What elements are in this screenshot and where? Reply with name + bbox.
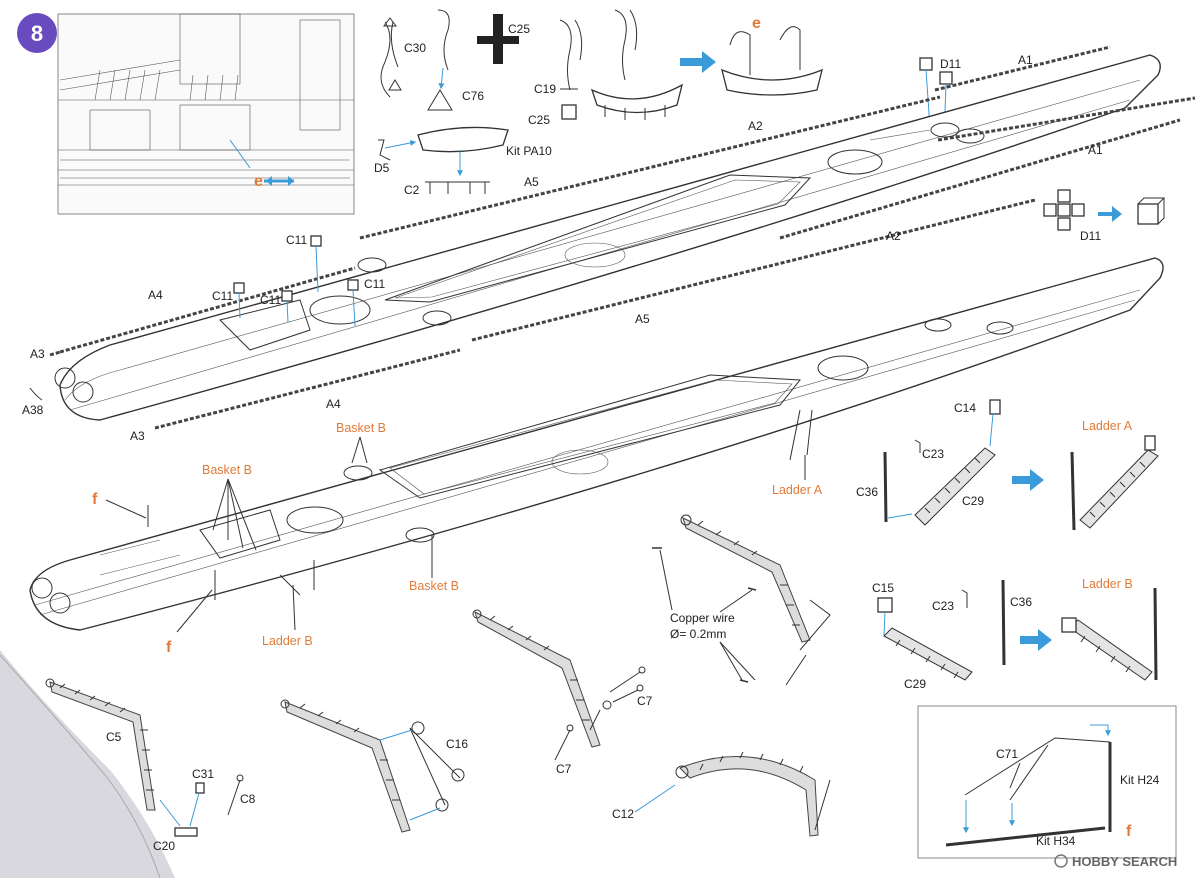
label-c16: C16 <box>446 737 468 751</box>
label-c7-b: C7 <box>556 762 572 776</box>
label-c36-b: C36 <box>1010 595 1032 609</box>
label-c11-d: C11 <box>364 277 385 291</box>
barriers-upper: A1 A1 A2 A2 A5 A5 A4 A4 A3 A3 A38 <box>22 45 1196 443</box>
watermark: HOBBY SEARCH <box>1054 854 1177 869</box>
label-c23-a: C23 <box>922 447 944 461</box>
label-c2: C2 <box>404 183 420 197</box>
ladder-b-assembly: C15 C23 C36 C29 Ladder B <box>872 577 1158 691</box>
c11-parts: C11 C11 C11 C11 <box>212 233 385 327</box>
label-c15: C15 <box>872 581 894 595</box>
label-ladder-a-result: Ladder A <box>1082 419 1133 433</box>
label-d5: D5 <box>374 161 390 175</box>
ladder-a-assembly: C14 C36 C23 C29 Ladder A <box>856 399 1159 531</box>
lower-hull-labels: Basket B Basket B Basket B Ladder A Ladd… <box>92 421 823 656</box>
label-c25: C25 <box>528 113 550 127</box>
lower-hull <box>29 257 1164 631</box>
label-a4-bottom: A4 <box>326 397 341 411</box>
label-d11-side: D11 <box>1080 229 1101 243</box>
assembled-davit-e: e <box>721 15 823 96</box>
label-kit-pa10: Kit PA10 <box>506 144 552 158</box>
label-c7-a: C7 <box>637 694 653 708</box>
label-e: e <box>752 15 761 32</box>
label-f-2: f <box>166 639 172 656</box>
label-basket-b-2: Basket B <box>202 463 252 477</box>
d11-parts: D11 D11 <box>919 57 1166 243</box>
label-c11-c: C11 <box>260 293 281 307</box>
label-c29-a: C29 <box>962 494 984 508</box>
crane-c12: C12 <box>612 751 831 837</box>
label-c20: C20 <box>153 839 175 853</box>
label-c29-b: C29 <box>904 677 926 691</box>
label-a1-top: A1 <box>1018 53 1033 67</box>
label-ladder-b-result: Ladder B <box>1082 577 1133 591</box>
crane-c5: C5 C31 C8 C20 <box>45 678 256 853</box>
label-a5-mid: A5 <box>635 312 650 326</box>
label-c23-b: C23 <box>932 599 954 613</box>
label-f-1: f <box>92 491 98 508</box>
label-kit-h34: Kit H34 <box>1036 834 1076 848</box>
label-c12: C12 <box>612 807 634 821</box>
label-c25-top: C25 <box>508 22 530 36</box>
label-ladder-b: Ladder B <box>262 634 313 648</box>
label-c8: C8 <box>240 792 256 806</box>
label-c14: C14 <box>954 401 976 415</box>
label-c11-a: C11 <box>286 233 307 247</box>
watermark-text: HOBBY SEARCH <box>1072 854 1177 869</box>
label-f-inset: f <box>1126 823 1132 840</box>
label-c31: C31 <box>192 767 214 781</box>
label-basket-b-1: Basket B <box>336 421 386 435</box>
inset-label-e: e <box>254 173 263 190</box>
label-copper-dim: Ø= 0.2mm <box>670 627 726 641</box>
step-badge: 8 <box>17 13 57 53</box>
davit-parts: C30 C76 C25 C19 C25 <box>380 9 683 127</box>
label-c36-a: C36 <box>856 485 878 499</box>
label-a5-top: A5 <box>524 175 539 189</box>
label-c5: C5 <box>106 730 122 744</box>
label-c19: C19 <box>534 82 556 96</box>
label-a3-bottom: A3 <box>130 429 145 443</box>
label-copper-wire: Copper wire <box>670 611 735 625</box>
kit-pa10-boat: Kit PA10 D5 C2 <box>374 126 552 197</box>
label-a38: A38 <box>22 403 44 417</box>
label-a3-left: A3 <box>30 347 45 361</box>
label-a4-left: A4 <box>148 288 163 302</box>
label-a1-right: A1 <box>1088 143 1103 157</box>
label-kit-h24: Kit H24 <box>1120 773 1160 787</box>
detail-inset-f: C71 Kit H24 Kit H34 f <box>917 705 1177 859</box>
label-a2-top: A2 <box>748 119 763 133</box>
upper-hull <box>54 54 1161 421</box>
label-d11-top: D11 <box>940 57 961 71</box>
step-number: 8 <box>31 21 43 46</box>
crane-c16: C16 <box>280 699 468 833</box>
label-a2-right: A2 <box>886 229 901 243</box>
label-c30: C30 <box>404 41 426 55</box>
label-c76: C76 <box>462 89 484 103</box>
label-c11-b: C11 <box>212 289 233 303</box>
crane-copper: Copper wire Ø= 0.2mm <box>652 514 831 686</box>
label-c71: C71 <box>996 747 1018 761</box>
label-ladder-a: Ladder A <box>772 483 823 497</box>
detail-inset-e: e <box>57 13 355 215</box>
crane-c7: C7 C7 <box>472 609 653 776</box>
page-curl <box>0 650 175 878</box>
arrow-to-assembly-e <box>680 51 716 73</box>
label-basket-b-3: Basket B <box>409 579 459 593</box>
